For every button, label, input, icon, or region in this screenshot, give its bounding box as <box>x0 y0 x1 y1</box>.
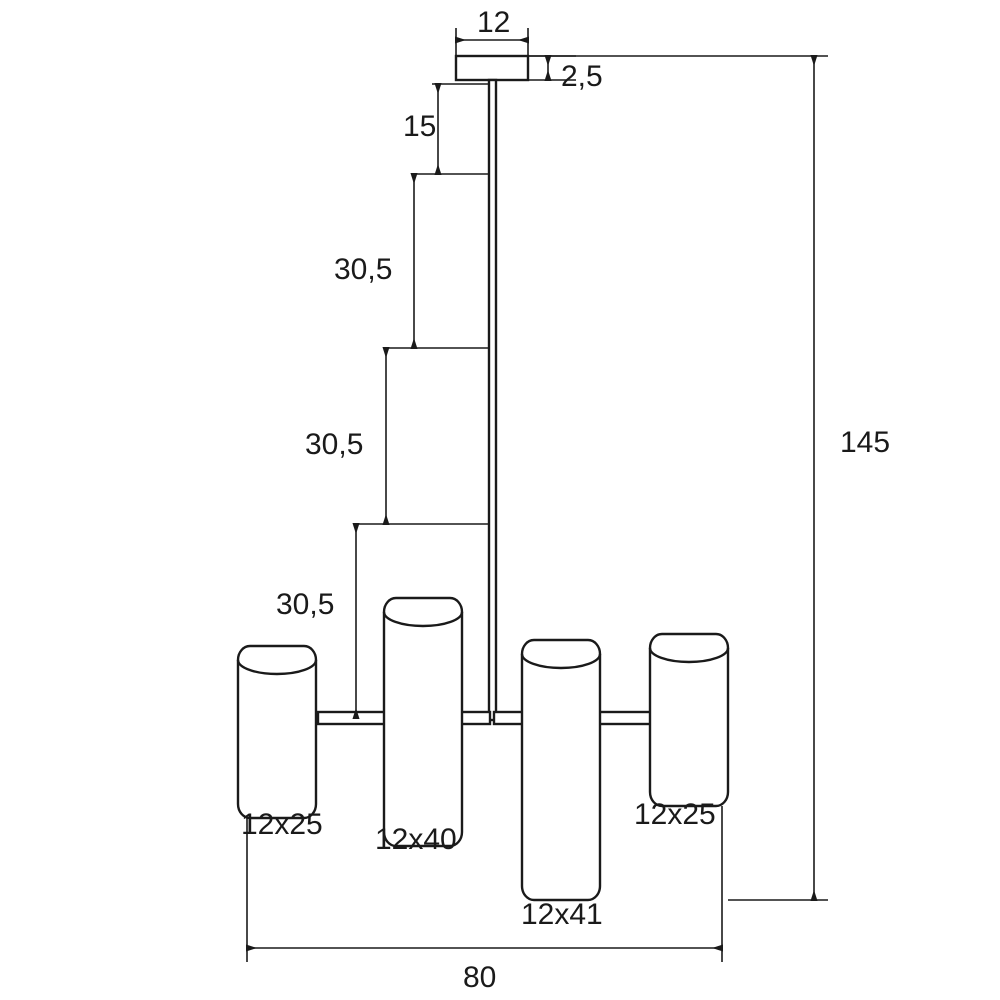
shade-inner-left-top-ellipse <box>382 611 464 628</box>
shade-outer-left <box>236 644 318 820</box>
label-rod-segment-top: 15 <box>403 110 437 143</box>
label-canopy-width: 12 <box>477 6 511 39</box>
shade-outer-left-top-ellipse <box>236 659 318 676</box>
label-shade-outer-right: 12x25 <box>634 798 716 831</box>
shade-outer-right-top-ellipse <box>648 647 730 664</box>
label-total-width: 80 <box>463 961 497 994</box>
label-canopy-height: 2,5 <box>561 60 603 93</box>
shade-inner-right <box>520 638 602 902</box>
shade-outer-right <box>648 632 730 808</box>
canopy <box>454 54 530 82</box>
label-rod-segment-2: 30,5 <box>334 253 393 286</box>
label-shade-inner-right: 12x41 <box>521 898 603 931</box>
shade-inner-left <box>382 596 464 848</box>
label-rod-segment-3: 30,5 <box>305 428 364 461</box>
label-shade-inner-left: 12x40 <box>375 823 457 856</box>
lamp-geometry <box>236 54 730 902</box>
label-rod-segment-4: 30,5 <box>276 588 335 621</box>
shade-inner-right-top-ellipse <box>520 653 602 670</box>
label-total-height: 145 <box>840 426 891 459</box>
main-rod <box>487 78 498 722</box>
dimension-lines <box>245 28 828 962</box>
label-shade-outer-left: 12x25 <box>241 808 323 841</box>
